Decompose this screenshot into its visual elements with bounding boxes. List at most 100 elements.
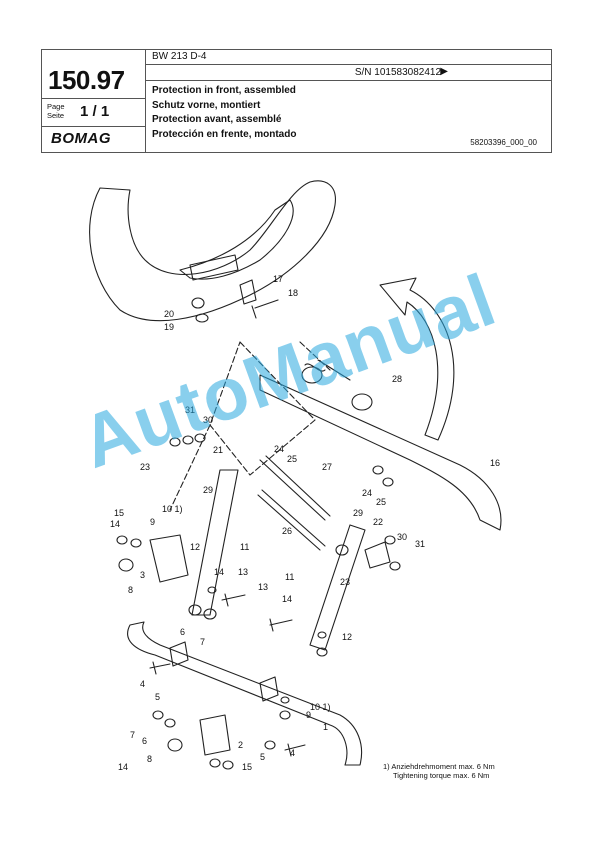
callout-label: 7 [130,730,135,740]
document-number: 58203396_000_00 [470,138,537,147]
callout-label: 6 [142,736,147,746]
bolt [269,618,293,632]
callout-label: 19 [164,322,174,332]
bomag-logo: BOMAG [51,130,111,147]
bolt [251,299,279,319]
callout-label: 30 [397,532,407,542]
washer [182,435,194,445]
callout-label: 5 [155,692,160,702]
hood-outline [89,180,336,322]
washer [169,437,181,447]
callout-label: 10 1) [310,702,331,712]
washer [130,538,142,548]
header-divider [145,64,551,65]
callout-label: 11 [285,572,294,582]
callout-label: 23 [140,462,150,472]
callout-label: 25 [376,497,386,507]
washer [207,586,217,594]
top-crossbar [259,374,502,531]
model-name: BW 213 D-4 [152,51,207,62]
footnote-line-2: Tightening torque max. 6 Nm [393,771,490,780]
washer [264,740,276,750]
exploded-view-drawing: 1 2 3 4 4 5 5 6 6 7 7 8 8 9 9 10 1) 10 1… [89,180,502,772]
callout-label: 25 [287,454,297,464]
curved-arrow-icon [379,277,455,441]
callout-label: 9 [306,710,311,720]
rod [259,455,331,521]
callout-label: 3 [140,570,145,580]
callout-label: 24 [362,488,372,498]
title-fr: Protection avant, assemblé [152,114,282,125]
callout-label: 11 [240,542,249,552]
callout-label: 14 [282,594,292,604]
washer [152,710,164,720]
callout-label: 30 [203,415,213,425]
spring-coil [301,366,323,384]
hood-recess [179,199,294,280]
callout-label: 10 1) [162,504,183,514]
callout-label: 18 [288,288,298,298]
washer [372,465,384,475]
callout-label: 13 [238,567,248,577]
header-table: BW 213 D-4 S/N 101583082412 ▶ 150.97 Pag… [41,49,552,153]
bushing [118,558,134,572]
callout-label: 16 [490,458,500,468]
callout-label: 28 [392,374,402,384]
callout-label: 26 [282,526,292,536]
callout-label: 4 [140,679,145,689]
washer [335,544,349,556]
bracket [199,714,231,756]
callout-label: 2 [238,740,243,750]
bracket [364,541,391,569]
left-strut [191,469,239,616]
washer [317,631,327,639]
header-divider [145,80,551,81]
next-arrow-icon[interactable]: ▶ [440,66,448,77]
footnote-line-1: 1) Anziehdrehmoment max. 6 Nm [383,762,495,771]
callout-label: 17 [273,274,283,284]
part-titles: Protection in front, assembled Schutz vo… [152,84,296,142]
callout-label: 8 [128,585,133,595]
dashed-leader [169,341,331,511]
callout-label: 24 [274,444,284,454]
bolt [221,593,246,607]
washer [194,433,206,443]
title-en: Protection in front, assembled [152,85,296,96]
callout-label: 7 [200,637,205,647]
washer [188,604,202,616]
callout-label: 14 [110,519,120,529]
callout-label: 8 [147,754,152,764]
front-bumper [127,621,363,766]
bushing [351,393,373,411]
washer [382,477,394,487]
washer [209,758,221,768]
washer [164,718,176,728]
right-strut [309,524,366,651]
washer [316,647,328,657]
callout-label: 20 [164,309,174,319]
nut [191,297,205,309]
callout-label: 21 [213,445,223,455]
callout-label: 14 [214,567,224,577]
torque-footnote: 1) Anziehdrehmoment max. 6 Nm Tightening… [383,762,495,780]
callout-label: 9 [150,517,155,527]
header-divider [42,126,145,127]
bolt [284,743,306,757]
callout-label: 4 [290,748,295,758]
bracket [149,534,189,583]
callout-label: 1 [323,722,328,732]
washer [195,313,209,323]
hood-bracket [189,254,239,281]
callout-label: 23 [340,577,350,587]
callout-label: 12 [190,542,200,552]
washer [222,760,234,770]
washer [280,696,290,704]
callout-label: 31 [415,539,425,549]
callout-label: 15 [242,762,252,772]
header-divider [145,50,146,152]
washer [279,710,291,720]
callout-label: 6 [180,627,185,637]
bolt [149,661,171,675]
hinge-bracket [239,279,257,305]
callout-label: 22 [373,517,383,527]
